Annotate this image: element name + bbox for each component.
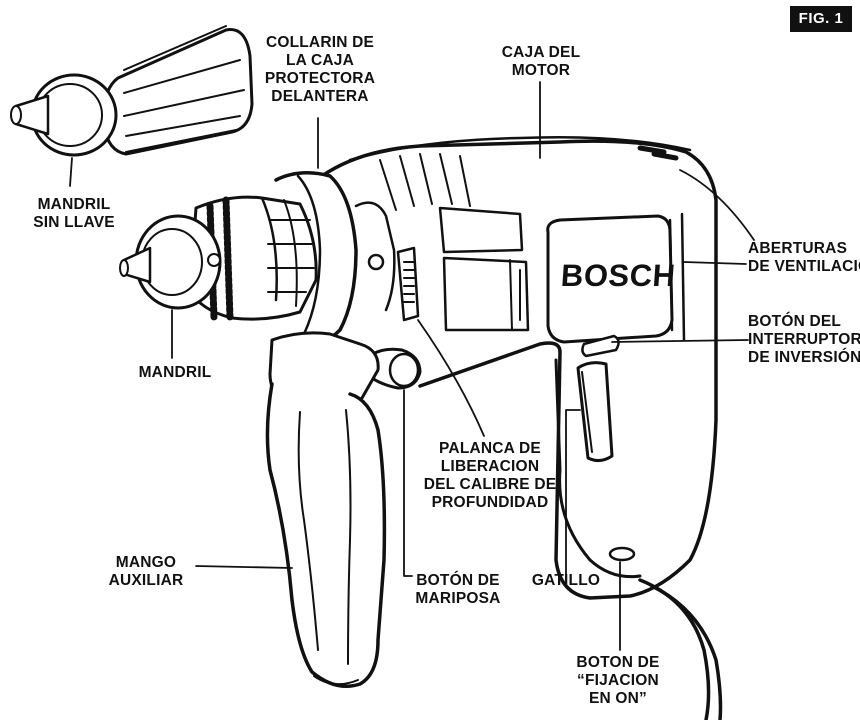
label-auxiliary-handle: MANGO AUXILIAR <box>108 554 184 589</box>
figure-number-tag: FIG. 1 <box>790 6 852 32</box>
label-lock-on-button: BOTON DE “FIJACION EN ON” <box>576 654 660 707</box>
brand-logo-text: BOSCH <box>559 258 677 293</box>
label-front-collar: COLLARIN DE LA CAJA PROTECTORA DELANTERA <box>264 34 376 105</box>
label-motor-housing: CAJA DEL MOTOR <box>501 44 581 79</box>
label-ventilation: ABERTURAS DE VENTILACION <box>748 240 860 275</box>
label-depth-gauge-lever: PALANCA DE LIBERACION DEL CALIBRE DE PRO… <box>423 440 557 511</box>
leader-lines <box>69 81 755 651</box>
label-wing-knob: BOTÓN DE MARIPOSA <box>415 572 501 607</box>
drill-body-drawing <box>119 135 723 720</box>
keyless-chuck-drawing <box>10 25 254 157</box>
label-chuck: MANDRIL <box>138 364 212 381</box>
label-reversing-switch: BOTÓN DEL INTERRUPTOR DE INVERSIÓN <box>748 313 860 366</box>
label-trigger: GATILLO <box>531 572 601 589</box>
label-keyless-chuck: MANDRIL SIN LLAVE <box>33 196 115 231</box>
